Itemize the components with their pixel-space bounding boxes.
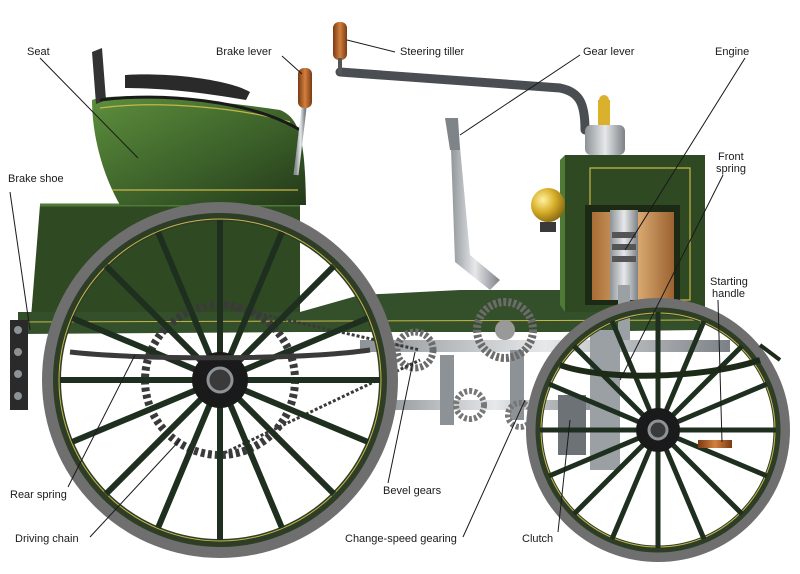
- label-engine: Engine: [715, 46, 749, 58]
- transmission: [360, 298, 730, 430]
- label-rear-spring: Rear spring: [10, 489, 67, 501]
- front-wheel: [526, 298, 790, 562]
- brake-shoe: [10, 320, 28, 410]
- rear-spring: [69, 347, 371, 361]
- label-driving-chain: Driving chain: [15, 533, 79, 545]
- rear-wheel: [42, 202, 398, 558]
- seat: [92, 48, 306, 205]
- leader-lines: [9, 39, 746, 538]
- starting-handle: [698, 440, 732, 448]
- label-starting-handle-line1: Starting: [710, 276, 748, 288]
- label-change-speed-gearing: Change-speed gearing: [345, 533, 457, 545]
- radiator-cap: [585, 95, 625, 155]
- engine: [585, 205, 680, 345]
- label-clutch: Clutch: [522, 533, 553, 545]
- label-gear-lever: Gear lever: [583, 46, 635, 58]
- label-starting-handle-line2: handle: [712, 288, 745, 300]
- gear-lever: [445, 118, 500, 290]
- brass-lamp: [531, 188, 565, 232]
- front-spring: [558, 343, 782, 379]
- label-steering-tiller: Steering tiller: [400, 46, 465, 58]
- brake-lever: [293, 68, 312, 176]
- label-front-spring-line1: Front: [718, 151, 744, 163]
- label-brake-shoe: Brake shoe: [8, 173, 64, 185]
- label-seat: Seat: [27, 46, 50, 58]
- label-front-spring-line2: spring: [716, 163, 746, 175]
- label-brake-lever: Brake lever: [216, 46, 272, 58]
- label-bevel-gears: Bevel gears: [383, 485, 442, 497]
- steering-tiller: [333, 22, 590, 135]
